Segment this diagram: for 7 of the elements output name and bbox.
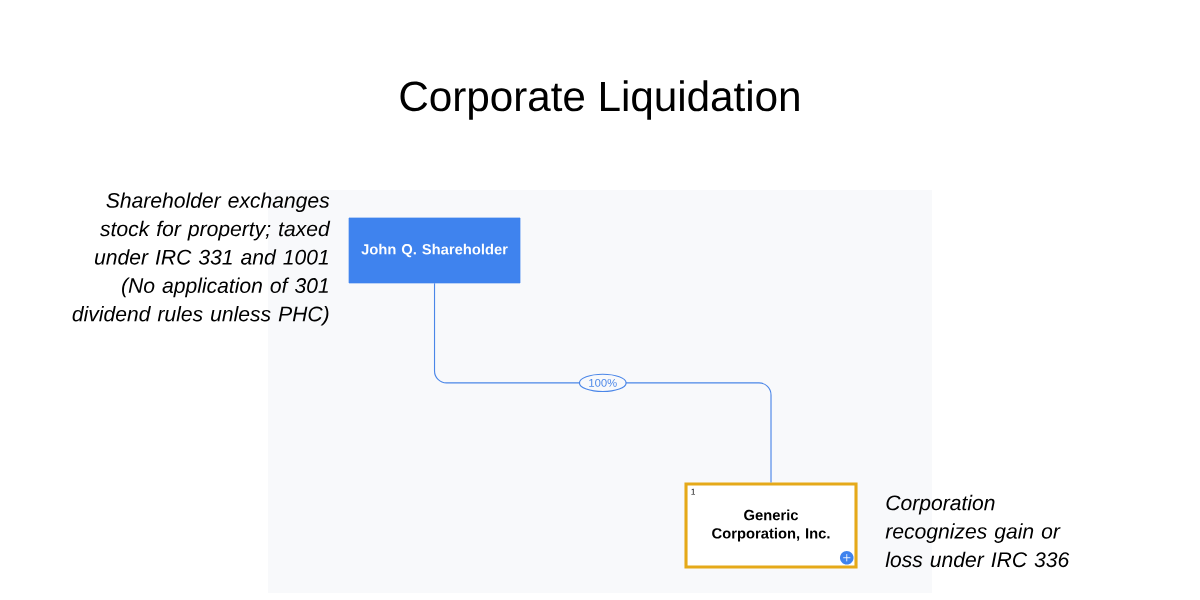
connector-line <box>433 282 772 483</box>
process-box: John Q. Shareholder <box>348 217 521 284</box>
edge-label: 100% <box>578 373 627 393</box>
box-number: 1 <box>691 488 695 495</box>
title: Corporate Liquidation <box>400 80 799 120</box>
annotation-text: Corporation recognizes gain or loss under IRC 336 <box>885 494 1070 568</box>
annotation-text: Shareholder exchanges stock for property; taxed under IRC 331 and 1001 (No application of 301 dividend rules unless PHC) <box>72 192 331 326</box>
